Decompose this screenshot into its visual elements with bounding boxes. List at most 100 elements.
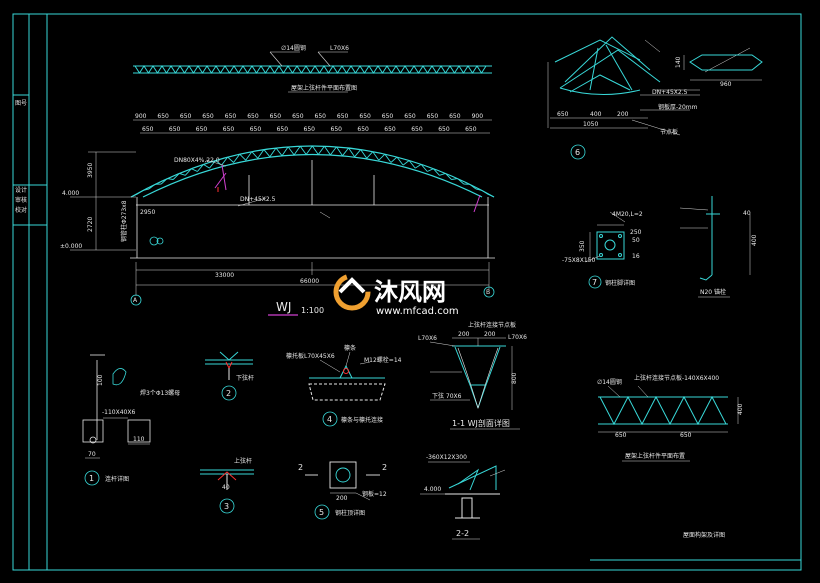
- detail-7-drawing: [596, 231, 625, 260]
- top-chord-plan: [133, 65, 492, 74]
- grid-a-label: A: [133, 297, 138, 304]
- spacing-top-label-15: 900: [472, 113, 484, 120]
- plan-upper-note-2: 上弦杆连接节点板-140X6X400: [634, 374, 719, 382]
- detail-1-dim-3: 100: [97, 374, 104, 386]
- spacing-top-label-9: 650: [337, 113, 349, 120]
- sheet-frame: [12, 13, 802, 571]
- level-bottom: ±0.000: [60, 243, 82, 250]
- spacing-top-label-2: 650: [180, 113, 192, 120]
- top-plan-caption: 屋架上弦杆件平面布置图: [291, 84, 357, 92]
- detail-7-dim-2: 350: [579, 240, 586, 252]
- spacing-bottom-label-3: 650: [223, 126, 235, 133]
- detail-6-box-dim-1: 140: [675, 56, 682, 68]
- spacing-top-label-14: 650: [449, 113, 461, 120]
- sheet-title: 屋面构架及详图: [683, 531, 725, 539]
- section-11-dim-3: 800: [511, 372, 518, 384]
- detail-3-number: 3: [224, 502, 229, 511]
- detail-6-number: 6: [575, 148, 580, 157]
- detail-7-dim-1: 250: [630, 229, 642, 236]
- detail-1-note-1: 焊3个Φ13螺母: [140, 389, 180, 397]
- grid-bubbles: [130, 236, 495, 306]
- spacing-bottom-label-12: 650: [465, 126, 477, 133]
- plan-upper-dim-3: 400: [737, 403, 744, 415]
- spacing-top-label-5: 650: [247, 113, 259, 120]
- plan-upper-dims: [598, 385, 739, 433]
- section-22-note: -360X12X300: [426, 454, 467, 461]
- main-truss-annotations: [214, 164, 481, 316]
- detail-1-dims: [85, 417, 150, 459]
- spacing-bottom-label-8: 650: [357, 126, 369, 133]
- spacing-bottom-label-11: 650: [438, 126, 450, 133]
- level-top: 4.000: [62, 190, 79, 197]
- detail-7-bubble: [588, 275, 602, 289]
- plan-upper-note-1: ∅14圆钢: [597, 378, 622, 386]
- spacing-top-label-8: 650: [315, 113, 327, 120]
- spacing-bottom-label-6: 650: [304, 126, 316, 133]
- section-11-note-3: 下弦 70X6: [432, 392, 462, 400]
- detail-7-bolt: 4M20,L=2: [612, 211, 643, 218]
- detail-7-dims: [584, 211, 626, 263]
- spacing-bottom-label-4: 650: [250, 126, 262, 133]
- dim-left: 2950: [140, 209, 155, 216]
- height-2: 2720: [87, 217, 94, 232]
- spacing-top-label-0: 900: [135, 113, 147, 120]
- detail-3-bubble: [219, 498, 235, 514]
- detail-1-caption: 连杆详图: [105, 475, 129, 483]
- truss-scale: 1:100: [301, 306, 324, 315]
- truss-title: WJ: [276, 300, 291, 314]
- detail-2-note: 下弦杆: [236, 374, 254, 382]
- detail-7-number: 7: [592, 278, 597, 287]
- plan-upper-dim-1: 650: [615, 432, 627, 439]
- detail-6-dims: [547, 39, 751, 136]
- anchor-bolt-drawing: [699, 196, 720, 281]
- spacing-bottom-label-7: 650: [331, 126, 343, 133]
- spacing-top-label-6: 650: [270, 113, 282, 120]
- side-label-4: 校对: [15, 206, 27, 214]
- plan-upper-dim-2: 650: [680, 432, 692, 439]
- bottom-chord-note: DN+45X2.5: [240, 196, 276, 203]
- detail-5-mark-right: 2: [382, 463, 387, 472]
- spacing-top-label-1: 650: [157, 113, 169, 120]
- top-plan-notes: [269, 51, 348, 67]
- detail-5-dims: [330, 492, 371, 501]
- detail-6-bubble: [570, 144, 586, 160]
- detail-4-note-1: 檩托板L70X45X6: [286, 352, 335, 360]
- detail-5-mark-left: 2: [298, 463, 303, 472]
- detail-6-dim-1: 650: [557, 111, 569, 118]
- plan-upper-drawing: [598, 395, 728, 426]
- detail-4-drawing: [308, 364, 386, 401]
- anchor-bolt-dim-2: 400: [751, 234, 758, 246]
- detail-2-drawing: [205, 351, 253, 380]
- section-11-dims: [429, 337, 513, 410]
- detail-1-bubble: [84, 470, 100, 486]
- detail-1-dim-2: 70: [88, 451, 96, 458]
- section-22-caption: 2-2: [456, 529, 469, 538]
- plan-upper-caption: 屋架上弦杆件平面布置: [625, 452, 685, 460]
- detail-5-caption: 钢柱顶详图: [335, 509, 365, 517]
- detail-6-dim-3: 200: [617, 111, 629, 118]
- main-arch-truss: [130, 145, 495, 198]
- anchor-bolt-dim-1: 40: [743, 210, 751, 217]
- spacing-bottom-label-2: 650: [196, 126, 208, 133]
- section-11-drawing: [452, 345, 506, 410]
- anchor-bolt-dims: [679, 207, 751, 275]
- detail-3-drawing: [200, 469, 254, 490]
- detail-6-drawing: [554, 36, 661, 95]
- detail-3-dim: 40: [222, 484, 230, 491]
- span-half: 33000: [215, 272, 234, 279]
- side-label-3: 审核: [15, 196, 27, 204]
- detail-6-note-1: DN+45X2.5: [652, 89, 688, 96]
- spacing-bottom-label-5: 650: [277, 126, 289, 133]
- spacing-bottom-label-10: 650: [411, 126, 423, 133]
- detail-4-leaders: [319, 351, 371, 373]
- spacing-top-label-10: 650: [359, 113, 371, 120]
- detail-2-bubble: [221, 385, 237, 401]
- spacing-top-label-11: 650: [382, 113, 394, 120]
- anchor-bolt-caption: N20 锚栓: [700, 288, 726, 296]
- spacing-bottom-label-0: 650: [142, 126, 154, 133]
- detail-6-dim-4: 1050: [583, 121, 598, 128]
- detail-4-caption: 檩条与檩托连接: [341, 416, 383, 424]
- spacing-top-label-3: 650: [202, 113, 214, 120]
